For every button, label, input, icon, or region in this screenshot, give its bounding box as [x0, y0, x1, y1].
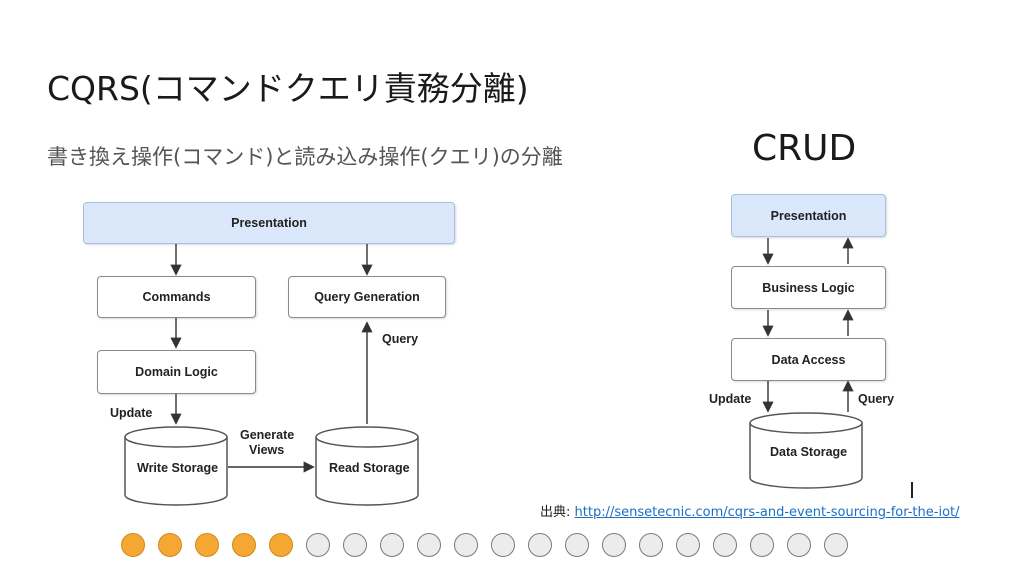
- progress-dot[interactable]: [121, 533, 145, 557]
- crud-query-label: Query: [858, 392, 895, 406]
- generate-views-label-line1: Generate: [240, 428, 295, 442]
- business-logic-box: Business Logic: [731, 266, 886, 309]
- source-prefix: 出典:: [540, 505, 571, 520]
- text-cursor: [911, 482, 913, 498]
- crud-update-label: Update: [709, 392, 752, 406]
- progress-dot[interactable]: [528, 533, 552, 557]
- source-link[interactable]: http://sensetecnic.com/cqrs-and-event-so…: [574, 505, 960, 520]
- data-access-label: Data Access: [771, 352, 846, 367]
- source-citation: 出典: http://sensetecnic.com/cqrs-and-even…: [540, 501, 960, 520]
- query-generation-label: Query Generation: [314, 290, 420, 304]
- progress-dot[interactable]: [269, 533, 293, 557]
- progress-dot[interactable]: [750, 533, 774, 557]
- progress-dot[interactable]: [158, 533, 182, 557]
- slide-progress-dots: [121, 533, 848, 557]
- domain-logic-label: Domain Logic: [135, 365, 218, 379]
- progress-dot[interactable]: [232, 533, 256, 557]
- data-storage-cylinder: [749, 412, 863, 489]
- query-generation-box: Query Generation: [288, 276, 446, 318]
- progress-dot[interactable]: [417, 533, 441, 557]
- domain-logic-box: Domain Logic: [97, 350, 256, 394]
- generate-views-label-line2: Views: [249, 443, 285, 457]
- progress-dot[interactable]: [195, 533, 219, 557]
- progress-dot[interactable]: [824, 533, 848, 557]
- write-storage-cylinder: [124, 426, 228, 506]
- progress-dot[interactable]: [343, 533, 367, 557]
- crud-presentation-box: Presentation: [731, 194, 886, 237]
- crud-presentation-label: Presentation: [770, 208, 847, 223]
- crud-heading: CRUD: [752, 128, 857, 169]
- business-logic-label: Business Logic: [762, 280, 855, 295]
- progress-dot[interactable]: [787, 533, 811, 557]
- slide-subtitle: 書き換え操作(コマンド)と読み込み操作(クエリ)の分離: [47, 145, 563, 169]
- slide-title: CQRS(コマンドクエリ責務分離): [47, 69, 529, 108]
- progress-dot[interactable]: [491, 533, 515, 557]
- progress-dot[interactable]: [454, 533, 478, 557]
- read-storage-label: Read Storage: [329, 461, 410, 475]
- commands-label: Commands: [142, 290, 211, 304]
- data-access-box: Data Access: [731, 338, 886, 381]
- cqrs-presentation-label: Presentation: [231, 216, 307, 230]
- progress-dot[interactable]: [306, 533, 330, 557]
- data-storage-label: Data Storage: [770, 445, 848, 459]
- read-storage-cylinder: [315, 426, 419, 506]
- progress-dot[interactable]: [713, 533, 737, 557]
- query-label: Query: [382, 332, 419, 346]
- progress-dot[interactable]: [676, 533, 700, 557]
- update-label: Update: [110, 406, 153, 420]
- progress-dot[interactable]: [602, 533, 626, 557]
- progress-dot[interactable]: [639, 533, 663, 557]
- commands-box: Commands: [97, 276, 256, 318]
- progress-dot[interactable]: [380, 533, 404, 557]
- progress-dot[interactable]: [565, 533, 589, 557]
- cqrs-presentation-box: Presentation: [83, 202, 455, 244]
- write-storage-label: Write Storage: [137, 461, 219, 475]
